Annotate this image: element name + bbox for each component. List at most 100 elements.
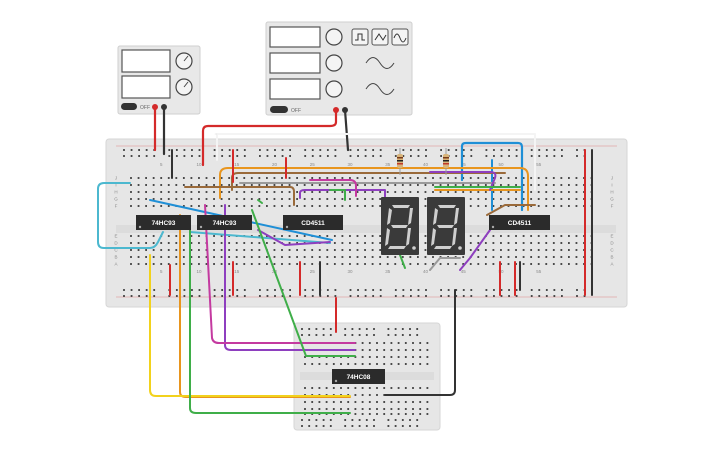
function-generator[interactable]: OFF: [265, 21, 413, 116]
wire-grey-2[interactable]: [429, 257, 461, 271]
column-labels: 5510101515202025253030353540404545505055…: [160, 162, 542, 274]
column-number: 15: [234, 162, 240, 167]
column-number: 35: [385, 269, 391, 274]
power-supply[interactable]: OFF: [117, 45, 201, 115]
column-number: 50: [498, 269, 504, 274]
amplitude-knob[interactable]: [325, 54, 343, 72]
wire-purple-1[interactable]: [299, 189, 386, 206]
seven-seg-tens[interactable]: [381, 197, 419, 255]
square-wave-icon[interactable]: [351, 28, 369, 46]
chip-label: 74HC93: [152, 220, 176, 227]
column-number: 40: [423, 269, 429, 274]
wire-red-fg[interactable]: [201, 108, 338, 167]
row-letter: E: [610, 234, 613, 239]
chip-cd4511-a[interactable]: CD4511: [283, 215, 343, 230]
triangle-wave-icon[interactable]: [371, 28, 389, 46]
wire-purple-4[interactable]: [459, 229, 491, 271]
wire-purple-3[interactable]: [429, 171, 497, 191]
column-number: 5: [160, 269, 163, 274]
wire-magenta-1[interactable]: [204, 204, 356, 344]
amplitude-display: [269, 52, 321, 74]
column-number: 5: [160, 162, 163, 167]
seven-seg-ones[interactable]: [427, 197, 465, 255]
wire-white[interactable]: [216, 133, 536, 191]
row-letter: F: [611, 204, 614, 209]
wire-green-3[interactable]: [329, 189, 346, 201]
wire-green-5[interactable]: [399, 254, 406, 269]
row-letter: J: [611, 176, 613, 181]
seven-seg-digit-8: [385, 205, 413, 249]
row-letter: I: [611, 183, 612, 188]
column-number: 50: [498, 162, 504, 167]
row-letter: B: [610, 255, 613, 260]
resistors[interactable]: [397, 148, 449, 175]
wire-brown-1[interactable]: [184, 186, 295, 206]
waveform-preview-2: [365, 83, 395, 95]
function-generator-switch-label: OFF: [291, 108, 301, 114]
column-number: 25: [310, 162, 316, 167]
row-letter: H: [114, 190, 117, 195]
column-number: 40: [423, 162, 429, 167]
chip-label: 74HC08: [347, 374, 371, 381]
column-number: 55: [536, 162, 542, 167]
row-letter: A: [610, 262, 613, 267]
column-number: 10: [196, 162, 202, 167]
column-number: 30: [347, 162, 353, 167]
wire-orange-top[interactable]: [219, 167, 529, 211]
frequency-knob[interactable]: [325, 28, 343, 46]
column-number: 55: [536, 269, 542, 274]
row-letter: G: [114, 197, 118, 202]
row-letter: E: [114, 234, 117, 239]
chip-74hc93-a[interactable]: 74HC93: [136, 215, 191, 230]
row-letter: H: [610, 190, 613, 195]
resistor-1[interactable]: [397, 148, 403, 175]
chip-label: 74HC93: [213, 220, 237, 227]
wire-black-small-bb[interactable]: [384, 289, 456, 396]
seven-seg-digit-8: [431, 205, 459, 249]
row-letter: A: [114, 262, 117, 267]
column-number: 30: [347, 269, 353, 274]
wires[interactable]: [97, 105, 593, 414]
chip-74hc93-b[interactable]: 74HC93: [197, 215, 252, 230]
chip-74hc08[interactable]: 74HC08: [332, 369, 385, 384]
chip-label: CD4511: [301, 220, 325, 227]
function-generator-switch[interactable]: [270, 106, 288, 113]
row-letter: C: [114, 248, 118, 253]
row-letter: C: [610, 248, 614, 253]
wire-green-2[interactable]: [189, 229, 351, 414]
power-supply-switch[interactable]: [121, 103, 137, 110]
row-letter: J: [115, 176, 117, 181]
column-number: 15: [234, 269, 240, 274]
row-letter: B: [114, 255, 117, 260]
center-channel: [116, 225, 616, 233]
offset-knob[interactable]: [325, 80, 343, 98]
power-supply-switch-label: OFF: [140, 105, 150, 111]
column-number: 25: [310, 269, 316, 274]
wire-blue-top[interactable]: [460, 141, 524, 212]
column-number: 10: [196, 269, 202, 274]
wire-brown-3[interactable]: [486, 204, 536, 216]
wire-cyan-loop[interactable]: [97, 182, 164, 249]
wire-yellow[interactable]: [149, 254, 351, 397]
row-letter: I: [115, 183, 116, 188]
resistor-2[interactable]: [443, 148, 449, 175]
wire-purple-5[interactable]: [257, 229, 331, 246]
wire-magenta-2[interactable]: [309, 179, 357, 197]
wire-cyan-2[interactable]: [189, 231, 331, 244]
waveform-preview: [365, 57, 395, 69]
chip-cd4511-b[interactable]: CD4511: [489, 215, 550, 230]
wire-purple-2[interactable]: [224, 204, 356, 351]
offset-display: [269, 78, 321, 100]
column-number: 35: [385, 162, 391, 167]
wire-green-1[interactable]: [251, 209, 356, 357]
column-number: 45: [461, 269, 467, 274]
chip-label: CD4511: [508, 220, 532, 227]
row-letter: D: [610, 241, 614, 246]
wire-black-fg[interactable]: [343, 108, 350, 152]
row-letter: G: [610, 197, 614, 202]
column-number: 45: [461, 162, 467, 167]
current-display: [121, 75, 171, 99]
